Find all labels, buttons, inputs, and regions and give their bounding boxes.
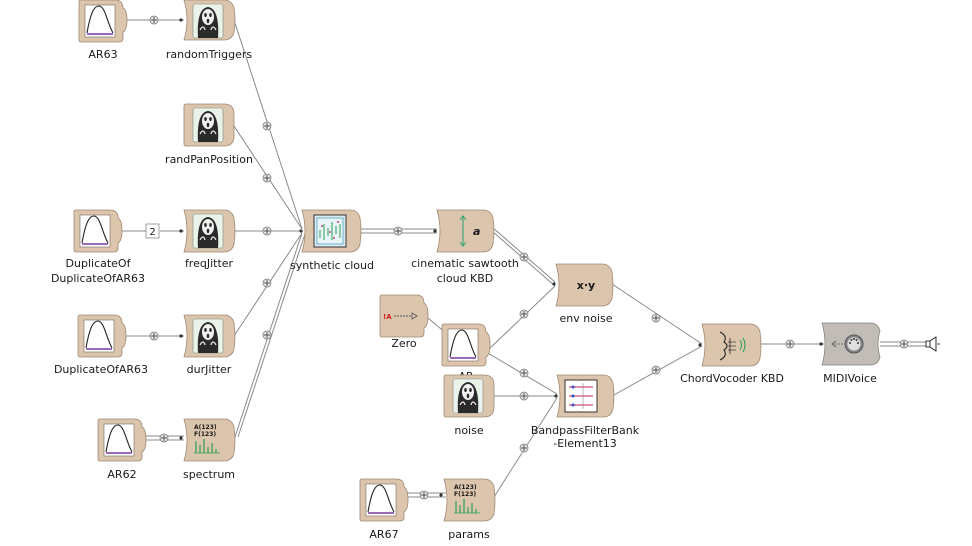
node-rand-pan-position[interactable]: randPanPosition — [165, 103, 253, 166]
junction[interactable] — [393, 226, 403, 236]
svg-text:2: 2 — [149, 227, 155, 238]
svg-text:A(123): A(123) — [194, 424, 217, 431]
node-ar63[interactable]: AR63 — [78, 0, 128, 61]
scream-icon — [452, 378, 484, 414]
node-label: freqJitter — [185, 257, 234, 270]
envelope-icon — [83, 319, 115, 353]
node-duplicate-of-ar63[interactable]: DuplicateOfAR63 — [54, 314, 148, 376]
node-label: randomTriggers — [166, 48, 253, 61]
scream-icon — [192, 213, 224, 249]
envelope-icon — [103, 423, 135, 457]
junction[interactable] — [651, 313, 661, 323]
wire-spectrum-to-cloud-b — [237, 233, 306, 438]
node-env-noise[interactable]: x∙y env noise — [555, 263, 614, 325]
node-dur-jitter[interactable]: durJitter — [183, 314, 236, 376]
svg-text:A(123): A(123) — [454, 484, 477, 491]
midi-icon — [831, 334, 864, 354]
node-ar67[interactable]: AR67 — [359, 478, 409, 541]
junction[interactable] — [785, 339, 795, 349]
node-cinematic-sawtooth[interactable]: a cinematic sawtooth cloud KBD — [411, 209, 519, 285]
node-label: env noise — [559, 312, 612, 325]
svg-text:F(123): F(123) — [454, 491, 476, 498]
node-bandpass-filter-bank[interactable]: BandpassFilterBank -Element13 — [531, 374, 640, 450]
spectrum-icon: A(123) F(123) — [194, 424, 220, 454]
node-params[interactable]: A(123) F(123) params — [443, 478, 496, 541]
node-ar[interactable]: AR — [441, 323, 491, 383]
node-synthetic-cloud[interactable]: synthetic cloud — [290, 209, 374, 272]
junction[interactable] — [262, 173, 272, 183]
node-noise[interactable]: noise — [443, 374, 495, 437]
node-random-triggers[interactable]: randomTriggers — [166, 0, 253, 61]
node-label: AR63 — [88, 48, 117, 61]
node-label-line1: BandpassFilterBank — [531, 424, 640, 437]
node-label: Zero — [391, 337, 417, 350]
node-duplicate-of-duplicate[interactable]: DuplicateOf DuplicateOfAR63 — [51, 209, 145, 285]
envelope-icon — [447, 328, 479, 362]
junction[interactable] — [519, 443, 529, 453]
node-label: MIDIVoice — [823, 372, 877, 385]
svg-text:!A: !A — [383, 313, 392, 321]
wire-count-badge: 2 — [145, 223, 160, 239]
filterbank-icon — [564, 379, 598, 413]
node-label-line1: DuplicateOf — [66, 257, 132, 270]
scream-icon — [192, 107, 224, 143]
junction[interactable] — [519, 391, 529, 401]
junction[interactable] — [899, 339, 909, 349]
node-label-line1: cinematic sawtooth — [411, 257, 519, 270]
spectrum-icon: A(123) F(123) — [454, 484, 480, 514]
junction[interactable] — [519, 309, 529, 319]
node-label: AR67 — [369, 528, 398, 541]
junction[interactable] — [262, 121, 272, 131]
node-midi-voice[interactable]: MIDIVoice — [821, 322, 881, 385]
junction[interactable] — [419, 490, 429, 500]
node-ar62[interactable]: AR62 — [97, 418, 147, 481]
junction[interactable] — [149, 15, 159, 25]
node-freq-jitter[interactable]: freqJitter — [183, 209, 236, 270]
node-label-line2: -Element13 — [553, 437, 617, 450]
junction[interactable] — [519, 252, 529, 262]
junction[interactable] — [262, 278, 272, 288]
node-label: randPanPosition — [165, 153, 253, 166]
vocoder-icon — [719, 331, 746, 361]
node-label: ChordVocoder KBD — [680, 372, 784, 385]
envelope-icon — [84, 4, 116, 38]
node-label: DuplicateOfAR63 — [54, 363, 148, 376]
node-label-line2: DuplicateOfAR63 — [51, 272, 145, 285]
junction[interactable] — [262, 226, 272, 236]
port-dots — [179, 18, 823, 497]
node-label: params — [448, 528, 490, 541]
cloud-grid-icon — [313, 214, 347, 248]
node-chord-vocoder[interactable]: ChordVocoder KBD — [680, 323, 784, 385]
junctions — [149, 15, 909, 500]
scream-icon — [192, 318, 224, 354]
node-zero[interactable]: !A Zero — [379, 294, 429, 350]
node-label: synthetic cloud — [290, 259, 374, 272]
wavetable-icon: a — [459, 215, 480, 247]
node-spectrum[interactable]: A(123) F(123) spectrum — [183, 418, 236, 481]
node-label: spectrum — [183, 468, 235, 481]
node-label: noise — [454, 424, 483, 437]
wire-ar-to-envnoise — [485, 285, 556, 353]
junction[interactable] — [159, 433, 169, 443]
constant-icon: !A — [383, 312, 418, 321]
multiply-icon: x∙y — [577, 279, 595, 292]
speaker-icon[interactable] — [925, 336, 940, 352]
svg-text:a: a — [473, 225, 480, 238]
junction[interactable] — [149, 331, 159, 341]
svg-text:F(123): F(123) — [194, 431, 216, 438]
junction[interactable] — [262, 330, 272, 340]
junction[interactable] — [519, 368, 529, 378]
scream-icon — [192, 3, 224, 39]
envelope-icon — [79, 214, 111, 248]
node-label: durJitter — [187, 363, 232, 376]
node-label: AR62 — [107, 468, 136, 481]
node-label-line2: cloud KBD — [437, 272, 494, 285]
envelope-icon — [365, 483, 397, 517]
junction[interactable] — [651, 365, 661, 375]
